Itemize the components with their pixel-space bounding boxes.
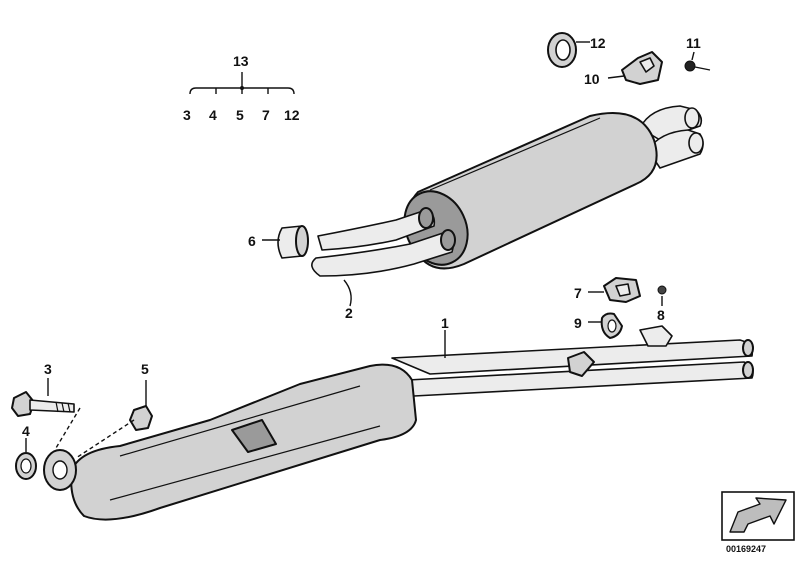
- kit-item-7: 7: [262, 107, 270, 123]
- part-12-clamp: [547, 32, 577, 68]
- callout-12: 12: [590, 35, 606, 51]
- kit-bracket: [189, 72, 295, 95]
- tail-pipe-upper-end: [684, 107, 700, 129]
- callout-11: 11: [686, 35, 701, 51]
- nut-icon: [684, 60, 696, 72]
- callout-3: 3: [44, 361, 52, 377]
- kit-13-group: 13 3 4 5 7 12: [183, 53, 300, 123]
- clamp-ring-inner: [555, 39, 571, 61]
- gasket-4-hole: [20, 458, 32, 474]
- kit-bracket-node: [240, 86, 244, 90]
- inlet-flange-bore: [52, 460, 68, 480]
- front-silencer-seam-lower: [109, 425, 381, 501]
- hanger-bracket-upper: [621, 51, 711, 85]
- hanger-plate: [639, 325, 673, 347]
- rear-silencer: [311, 105, 704, 277]
- nut-5: [129, 405, 153, 431]
- assembly-dash-lines: [55, 407, 135, 459]
- direction-indicator: 00169247: [721, 491, 795, 554]
- callout-9: 9: [574, 315, 582, 331]
- callout-2: 2: [345, 305, 353, 321]
- tail-pipe-lower-end: [688, 132, 704, 154]
- callout-8: 8: [657, 307, 665, 323]
- kit-item-5: 5: [236, 107, 244, 123]
- leader-11: [691, 51, 695, 61]
- pipe-hanger-bracket: [567, 351, 595, 377]
- kit-item-4: 4: [209, 107, 217, 123]
- fasteners: [11, 391, 153, 480]
- hanger-bracket-lower: [600, 277, 667, 339]
- inlet-lower-opening: [440, 229, 456, 251]
- leader-lines: [25, 41, 695, 452]
- reference-number: 00169247: [726, 544, 766, 554]
- inlet-upper-opening: [418, 207, 434, 229]
- hanger-bracket-tab: [639, 57, 655, 73]
- bolt-3-thread: [55, 401, 71, 413]
- callout-10: 10: [584, 71, 600, 87]
- callouts: 1 2 3 4 5 6 7 8 9 10 11 12: [22, 35, 701, 439]
- silencer-highlight: [429, 117, 601, 191]
- front-silencer-pipe: [43, 325, 754, 521]
- leader-2: [343, 279, 352, 307]
- callout-6: 6: [248, 233, 256, 249]
- leader-10: [607, 75, 625, 79]
- callout-7: 7: [574, 285, 582, 301]
- hanger-bracket-body: [621, 51, 663, 85]
- part-6-sleeve: [277, 225, 309, 259]
- front-silencer-seam: [119, 385, 361, 457]
- kit-13-label: 13: [233, 53, 249, 69]
- pipe-lower-outlet: [742, 361, 754, 379]
- kit-item-12: 12: [284, 107, 300, 123]
- inlet-pipe-lower: [311, 231, 454, 277]
- hanger-7-slot: [615, 283, 631, 297]
- callout-1: 1: [441, 315, 449, 331]
- front-silencer-panel: [231, 419, 277, 453]
- callout-4: 4: [22, 423, 30, 439]
- sleeve-end: [295, 225, 309, 257]
- rubber-mount-hole: [607, 319, 617, 333]
- bolt-3-shank: [29, 399, 75, 413]
- bolt-8-icon: [657, 285, 667, 295]
- callout-5: 5: [141, 361, 149, 377]
- forward-arrow-icon: [729, 497, 787, 533]
- nut-stud: [694, 66, 711, 71]
- kit-item-3: 3: [183, 107, 191, 123]
- bolt-3-head: [11, 391, 35, 417]
- pipe-upper-outlet: [742, 339, 754, 357]
